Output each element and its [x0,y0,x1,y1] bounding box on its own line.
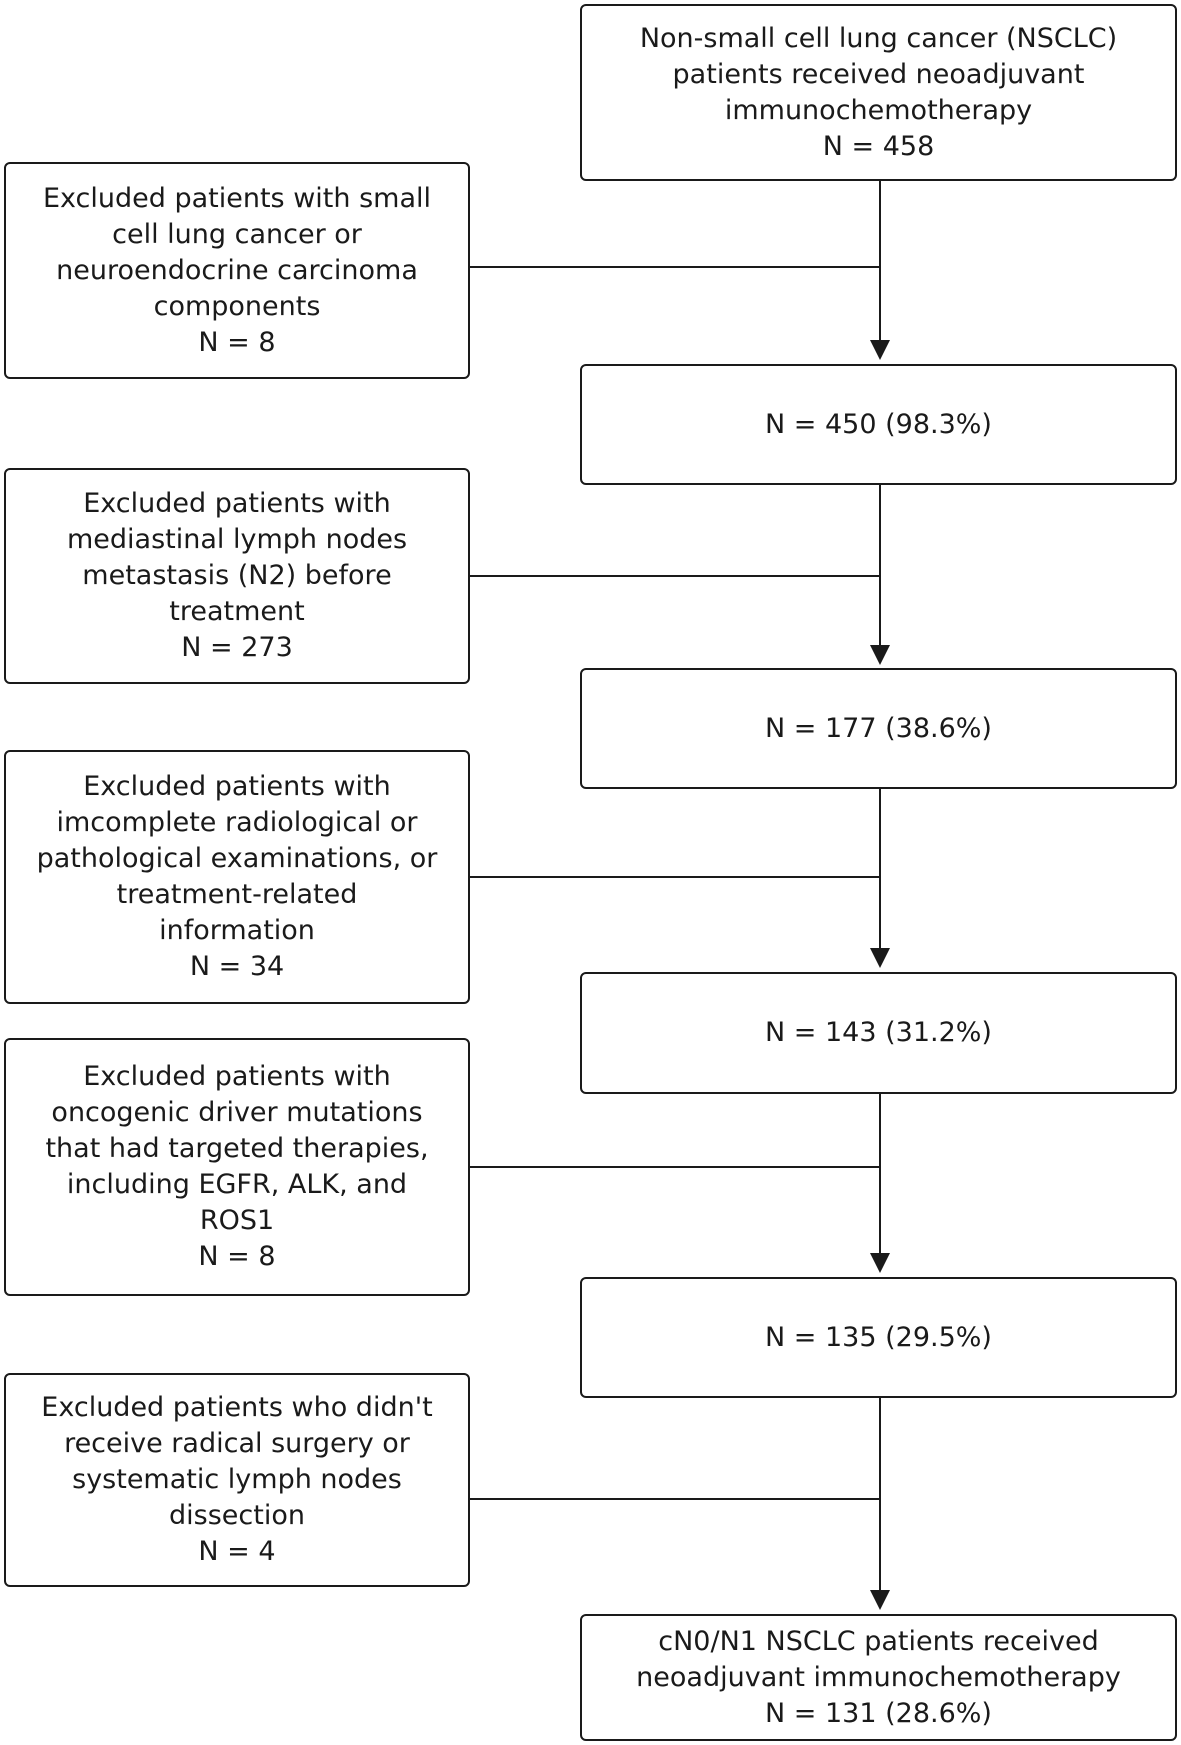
box-text-line: patients received neoadjuvant [672,58,1085,90]
box-text-line: including EGFR, ALK, and [66,1169,408,1200]
exclusion-box-2: Excluded patients with mediastinal lymph… [4,468,470,684]
box-text-line: Excluded patients with [83,488,391,519]
box-text-line: neuroendocrine carcinoma [56,254,418,286]
main-box-final: cN0/N1 NSCLC patients received neoadjuva… [580,1614,1177,1741]
box-text-line: neoadjuvant immunochemotherapy [636,1661,1121,1693]
box-count: N = 177 (38.6%) [765,712,992,744]
box-count: N = 131 (28.6%) [765,1697,992,1729]
box-text-line: Excluded patients with [83,771,391,802]
box-text-line: metastasis (N2) before [82,560,392,591]
box-text-line: receive radical surgery or [64,1428,410,1459]
main-box-step-2: N = 450 (98.3%) [580,364,1177,485]
box-text-line: cell lung cancer or [112,218,362,250]
box-count: N = 34 [189,951,285,982]
box-text-line: information [159,915,315,946]
box-text-line: components [153,290,321,322]
box-count: N = 135 (29.5%) [765,1321,992,1353]
box-count: N = 273 [181,632,293,663]
box-count: N = 4 [198,1536,276,1567]
exclusion-box-5: Excluded patients who didn't receive rad… [4,1373,470,1587]
box-text-line: imcomplete radiological or [56,807,418,838]
box-text-line: dissection [169,1500,305,1531]
box-count: N = 143 (31.2%) [765,1017,992,1048]
main-box-step-5: N = 135 (29.5%) [580,1277,1177,1398]
box-text-line: ROS1 [199,1205,275,1236]
box-text-line: treatment [169,596,305,627]
main-box-step-4: N = 143 (31.2%) [580,972,1177,1094]
main-box-initial: Non-small cell lung cancer (NSCLC) patie… [580,4,1177,181]
box-count: N = 8 [198,326,276,358]
box-count: N = 450 (98.3%) [765,408,992,440]
box-text-line: treatment-related [116,879,358,910]
box-count: N = 8 [198,1241,276,1272]
box-text-line: pathological examinations, or [36,843,438,874]
box-text-line: cN0/N1 NSCLC patients received [658,1625,1099,1657]
box-text-line: Excluded patients with [83,1061,391,1092]
exclusion-box-4: Excluded patients with oncogenic driver … [4,1038,470,1296]
box-count: N = 458 [822,130,935,162]
main-box-step-3: N = 177 (38.6%) [580,668,1177,789]
box-text-line: oncogenic driver mutations [51,1097,423,1128]
box-text-line: mediastinal lymph nodes [66,524,408,555]
box-text-line: that had targeted therapies, [45,1133,429,1164]
box-text-line: Non-small cell lung cancer (NSCLC) [639,22,1118,54]
exclusion-box-3: Excluded patients with imcomplete radiol… [4,750,470,1004]
exclusion-box-1: Excluded patients with small cell lung c… [4,162,470,379]
box-text-line: immunochemotherapy [724,94,1033,126]
box-text-line: Excluded patients with small [42,182,431,214]
box-text-line: systematic lymph nodes [72,1464,402,1495]
box-text-line: Excluded patients who didn't [41,1392,433,1423]
